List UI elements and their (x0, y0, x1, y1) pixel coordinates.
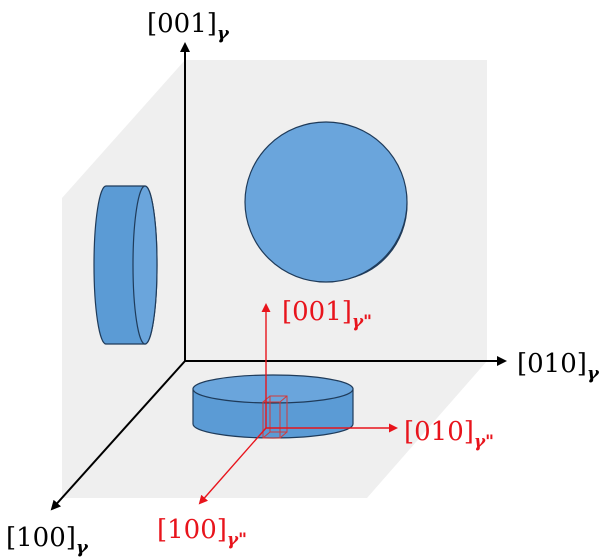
label-010-gamma: [010]γ (517, 349, 600, 384)
label-001-gamma: [001]γ (147, 9, 230, 44)
axis-100-gamma (50, 360, 186, 511)
label-100-gamma-double-prime: [100]γ" (157, 515, 247, 550)
unit-cell-box (262, 395, 288, 439)
disk-back-plane (244, 121, 408, 283)
label-100-gamma: [100]γ (6, 523, 89, 558)
axis-100-gamma-double-prime (198, 427, 267, 505)
label-010-gamma-double-prime: [010]γ" (404, 417, 494, 452)
disk-left-plane (93, 185, 158, 345)
label-001-gamma-double-prime: [001]γ" (282, 297, 372, 332)
